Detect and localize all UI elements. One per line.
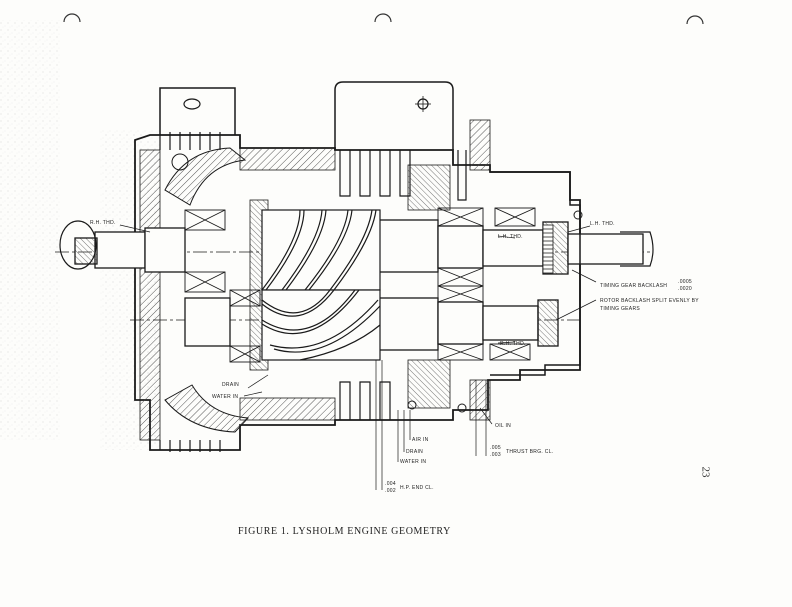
label-rotor-backlash-line2: TIMING GEARS bbox=[600, 306, 640, 312]
label-water-in-bottom: WATER IN bbox=[400, 459, 426, 465]
punch-hole-right bbox=[686, 15, 704, 25]
label-timing-gear-backlash-bottom: .0020 bbox=[678, 286, 692, 292]
label-air-in: AIR IN bbox=[412, 437, 429, 443]
label-water-in-left: WATER IN bbox=[212, 394, 238, 400]
label-thrust-brg-cl: THRUST BRG. CL. bbox=[506, 449, 553, 455]
timing-gears bbox=[542, 224, 554, 274]
punch-hole-left bbox=[63, 13, 81, 23]
label-rh-thd-left: R.H. THD. bbox=[90, 220, 116, 226]
cooling-fins-bottom bbox=[159, 381, 391, 452]
label-lh-thd-inner: L.H. THD. bbox=[498, 234, 523, 240]
end-cover-right bbox=[490, 171, 581, 376]
mounting-lug-left bbox=[159, 87, 236, 135]
punch-hole-mid bbox=[374, 13, 392, 23]
label-hp-bottom: .002 bbox=[385, 488, 396, 494]
inlet-passage bbox=[164, 147, 247, 206]
label-drain-bottom: DRAIN bbox=[406, 449, 423, 455]
mounting-lug-right bbox=[334, 81, 454, 150]
upper-shaft bbox=[74, 219, 644, 275]
leader-lines bbox=[119, 224, 597, 490]
helical-rotors bbox=[261, 209, 381, 361]
label-drain-left: DRAIN bbox=[222, 382, 239, 388]
figure-caption: FIGURE 1. LYSHOLM ENGINE GEOMETRY bbox=[238, 526, 451, 537]
label-hp-top: .004 bbox=[385, 481, 396, 487]
label-rh-thd-inner: R.H. THD. bbox=[500, 341, 526, 347]
label-rotor-backlash-line1: ROTOR BACKLASH SPLIT EVENLY BY bbox=[600, 298, 699, 304]
label-timing-gear-backlash: TIMING GEAR BACKLASH bbox=[600, 283, 667, 289]
bolts bbox=[171, 153, 583, 413]
outlet-passage bbox=[164, 384, 250, 433]
label-thrust-bottom: .003 bbox=[490, 452, 501, 458]
cooling-fins-top bbox=[159, 132, 467, 201]
label-oil-in: OIL IN bbox=[495, 423, 511, 429]
label-timing-gear-backlash-top: .0005 bbox=[678, 279, 692, 285]
page-number: 23 bbox=[699, 466, 712, 478]
right-shaft-end bbox=[620, 231, 654, 267]
label-lh-thd-right: L.H. THD. bbox=[590, 221, 615, 227]
bearings bbox=[184, 207, 536, 363]
lug-slot-left bbox=[183, 98, 201, 110]
label-thrust-top: .005 bbox=[490, 445, 501, 451]
left-shaft-end-seal bbox=[59, 220, 97, 270]
label-hp-end-cl: H.P. END CL. bbox=[400, 485, 434, 491]
scan-noise-left bbox=[0, 20, 60, 440]
